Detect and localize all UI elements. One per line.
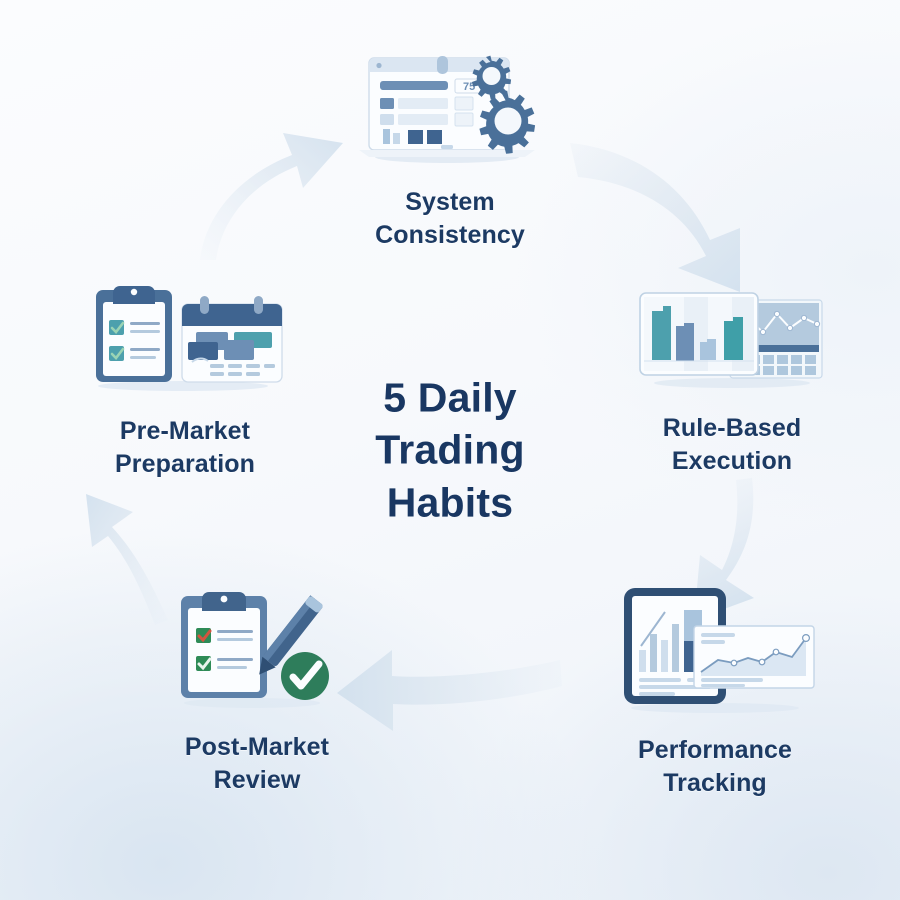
cycle-node-pre-market-preparation[interactable]: Pre-Market Preparation xyxy=(40,276,330,481)
arrow-rule-to-performance xyxy=(694,478,754,620)
cycle-node-label: Post-Market Review xyxy=(184,733,330,794)
arrow-post-to-pre xyxy=(86,494,168,625)
arrow-performance-to-post xyxy=(337,650,562,731)
arrow-pre-to-system xyxy=(200,133,343,260)
cycle-node-label: Rule-Based Execution xyxy=(662,414,802,475)
cycle-node-label: System Consistency xyxy=(375,188,525,249)
cycle-node-system-consistency[interactable]: 75 System Cons xyxy=(300,44,600,252)
cycle-node-label: Performance Tracking xyxy=(638,736,792,797)
cycle-node-label: Pre-Market Preparation xyxy=(114,417,256,478)
cycle-node-performance-tracking[interactable]: Performance Tracking xyxy=(570,584,860,800)
arrow-system-to-rule xyxy=(570,143,740,292)
page-title: 5 Daily Trading Habits xyxy=(375,374,525,526)
dashboard-window-with-gears-icon: 75 xyxy=(355,44,545,164)
cycle-node-rule-based-execution[interactable]: Rule-Based Execution xyxy=(592,288,872,478)
tablet-report-with-trend-card-icon xyxy=(610,584,820,714)
clipboard-checklist-pen-approved-icon xyxy=(167,584,347,709)
clipboard-and-calendar-icon xyxy=(78,276,293,391)
cycle-node-post-market-review[interactable]: Post-Market Review xyxy=(112,584,402,797)
bar-chart-and-line-chart-panels-icon xyxy=(632,288,832,388)
svg-text:75: 75 xyxy=(463,81,475,93)
